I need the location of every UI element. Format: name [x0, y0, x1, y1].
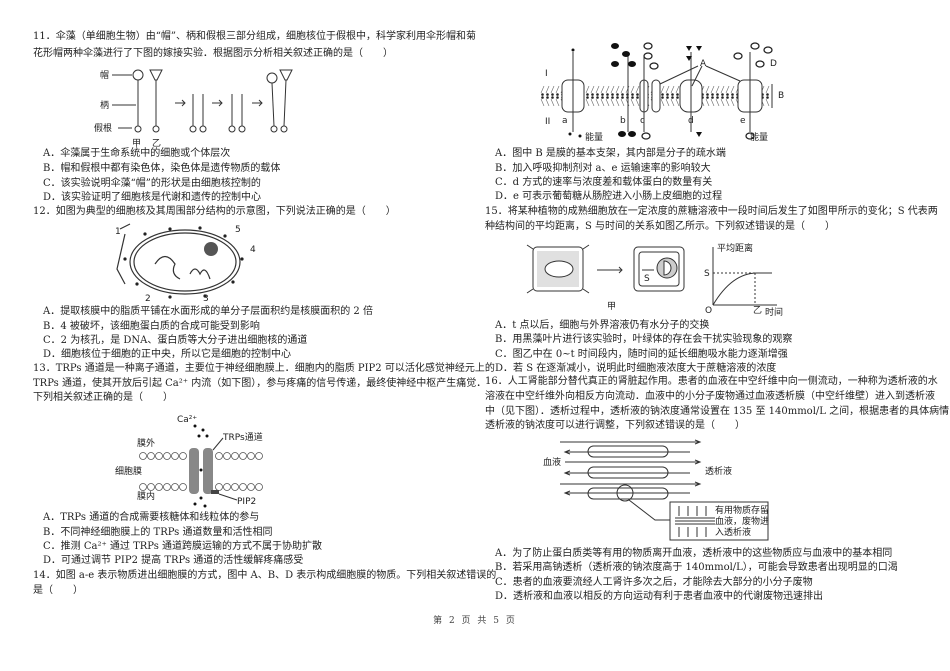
label-outside: 膜外	[137, 437, 155, 449]
q11-option-a: A．伞藻属于生命系统中的细胞或个体层次	[43, 148, 231, 159]
label-e: e	[740, 116, 746, 126]
q13-option-a: A．TRPs 通道的合成需要核糖体和线粒体的参与	[43, 512, 260, 523]
q16-stem-line3: 中（见下图）．透析过程中，透析液的钠浓度通常设置在 135 至 140mmol/…	[485, 406, 950, 417]
q16-stem-line4: 透析液的钠浓度可以进行调整，下列叙述错误的是（ ）	[485, 420, 745, 431]
label-energy-1: 能量	[585, 131, 603, 143]
label-5: 5	[235, 225, 241, 235]
label-2: 2	[145, 294, 151, 304]
label-y-axis: 平均距离	[717, 242, 753, 254]
q13-stem-line2: TRPs 通道，使其开放后引起 Ca²⁺ 内流（如下图），参与疼痛的信号传递，最…	[33, 378, 487, 389]
label-s-axis: S	[704, 269, 710, 279]
label-A: A	[700, 59, 707, 69]
q15-option-a: A．t 点以后，细胞与外界溶液仍有水分子的交换	[495, 320, 710, 331]
q14-option-c: C．d 方式的速率与浓度差和载体蛋白的数量有关	[495, 177, 713, 188]
q11-option-c: C．该实验说明伞藻“帽”的形状是由细胞核控制的	[43, 178, 261, 189]
label-x-axis: 时间	[765, 306, 783, 318]
q16-option-d: D．透析液和血液以相反的方向运动有利于患者血液中的代谢废物迅速排出	[495, 591, 824, 602]
q12-option-a: A．提取核膜中的脂质平铺在水面形成的单分子层面积约是核膜面积的 2 倍	[43, 306, 373, 317]
q15-plasmolysis-figure: S 甲 平均距离 S O 乙 时间	[526, 242, 783, 318]
label-D: D	[770, 59, 777, 69]
q12-option-d: D．细胞核位于细胞的正中央，所以它是细胞的控制中心	[43, 349, 292, 360]
q11-stem-line1: 11．伞藻（单细胞生物）由“帽”、柄和假根三部分组成，细胞核位于假根中，科学家利…	[33, 31, 476, 42]
q12-option-c: C．2 为核孔，是 DNA、蛋白质等大分子进出细胞核的通道	[43, 335, 308, 346]
label-4: 4	[250, 245, 256, 255]
label-b: b	[620, 116, 626, 126]
q15-option-d: D．若 S 在逐渐减小，说明此时细胞液浓度大于蔗糖溶液的浓度	[495, 363, 777, 374]
label-blood: 血液	[543, 456, 561, 468]
q11-grafting-figure: 帽 柄 假根 甲 乙	[94, 69, 293, 149]
q16-dialysis-figure: 血液 透析液 有用物质存留 血液，废物进 入透析液	[543, 439, 769, 541]
label-dialysate: 透析液	[705, 465, 732, 477]
label-a: a	[562, 116, 568, 126]
q13-option-b: B．不同神经细胞膜上的 TRPs 通道数量和活性相同	[43, 527, 273, 538]
label-ca: Ca²⁺	[177, 415, 197, 425]
q12-option-b: B．4 被破坏，该细胞蛋白质的合成可能受到影响	[43, 321, 260, 332]
q13-trps-figure: Ca²⁺ 膜外 细胞膜 膜内 TRPs通道 PIP2	[115, 415, 263, 508]
q15-option-b: B．用黑藻叶片进行该实验时，叶绿体的存在会干扰实验现象的观察	[495, 334, 793, 345]
q16-option-c: C．患者的血液要流经人工肾许多次之后，才能除去大部分的小分子废物	[495, 577, 813, 588]
page-footer: 第 2 页 共 5 页	[433, 616, 517, 626]
label-side-2: II	[545, 117, 550, 127]
q15-stem-line1: 15．将某种植物的成熟细胞放在一定浓度的蔗糖溶液中一段时间后发生了如图甲所示的变…	[485, 206, 938, 217]
q13-option-c: C．推测 Ca²⁺ 通过 TRPs 通道跨膜运输的方式不属于协助扩散	[43, 541, 323, 552]
q16-option-a: A．为了防止蛋白质类等有用的物质离开血液，透析液中的这些物质应与血液中的基本相同	[495, 548, 893, 559]
label-jia: 甲	[607, 301, 616, 312]
label-B: B	[778, 91, 784, 101]
label-3: 3	[203, 294, 209, 304]
q12-nucleus-figure: 1 2 3 4 5	[115, 223, 256, 304]
label-yi: 乙	[753, 305, 762, 316]
label-origin: O	[705, 306, 712, 316]
label-rhizoid: 假根	[94, 122, 112, 134]
label-stalk: 柄	[100, 99, 109, 111]
q11-option-d: D．该实验证明了细胞核是代谢和遗传的控制中心	[43, 192, 262, 203]
label-s-cell: S	[644, 274, 650, 284]
label-cap: 帽	[100, 69, 109, 81]
label-yi: 乙	[152, 138, 161, 149]
q13-stem-line1: 13．TRPs 通道是一种离子通道，主要位于神经细胞膜上．细胞内的脂质 PIP2…	[33, 363, 495, 374]
q14-option-d: D．e 可表示葡萄糖从肠腔进入小肠上皮细胞的过程	[495, 191, 723, 202]
q14-stem-line2: 是（ ）	[33, 585, 83, 596]
q15-option-c: C．图乙中在 0~t 时间段内，随时间的延长细胞吸水能力逐渐增强	[495, 349, 788, 360]
q11-option-b: B．帽和假根中都有染色体，染色体是遗传物质的载体	[43, 163, 281, 174]
label-membrane: 细胞膜	[115, 465, 142, 477]
q16-stem-line1: 16．人工肾能部分替代真正的肾脏起作用。患者的血液在中空纤维中向一侧流动，一种称…	[485, 376, 938, 387]
label-channel: TRPs通道	[222, 431, 263, 443]
label-inside: 膜内	[137, 490, 155, 502]
label-pip2: PIP2	[237, 497, 256, 507]
label-box-line2: 血液，废物进	[715, 515, 769, 527]
label-1: 1	[115, 227, 121, 237]
q13-stem-line3: 下列相关叙述正确的是（ ）	[33, 392, 173, 403]
label-energy-2: 能量	[750, 131, 768, 143]
q14-option-b: B．加入呼吸抑制剂对 a、e 运输速率的影响较大	[495, 163, 711, 174]
label-box-line3: 入透析液	[715, 526, 751, 538]
q16-option-b: B．若采用高钠透析（透析液的钠浓度高于 140mmol/L），可能会导致患者出现…	[495, 562, 898, 573]
q14-option-a: A．图中 B 是膜的基本支架，其内部是分子的疏水端	[495, 148, 726, 159]
q15-stem-line2: 种结构间的平均距离，S 与时间的关系如图乙所示。下列叙述错误的是（ ）	[485, 221, 836, 232]
label-jia: 甲	[132, 138, 141, 149]
q11-stem-line2: 花形帽两种伞藻进行了下图的嫁接实验．根据图示分析相关叙述正确的是（ ）	[33, 48, 393, 59]
label-c: c	[640, 116, 645, 126]
q16-stem-line2: 溶液在中空纤维外向相反方向流动．血液中的小分子废物通过血液透析膜（中空纤维壁）进…	[485, 391, 935, 402]
q13-option-d: D．可通过调节 PIP2 提高 TRPs 通道的活性缓解疼痛感受	[43, 555, 304, 566]
label-side-1: I	[545, 69, 548, 79]
q12-stem: 12．如图为典型的细胞核及其周围部分结构的示意图，下列说法正确的是（ ）	[33, 206, 396, 217]
q14-membrane-transport-figure: I II A B D a b c d e 能量 能量	[540, 42, 784, 143]
label-box-line1: 有用物质存留	[715, 504, 769, 516]
q14-stem-line1: 14．如图 a-e 表示物质进出细胞膜的方式，图中 A、B、D 表示构成细胞膜的…	[33, 570, 497, 581]
